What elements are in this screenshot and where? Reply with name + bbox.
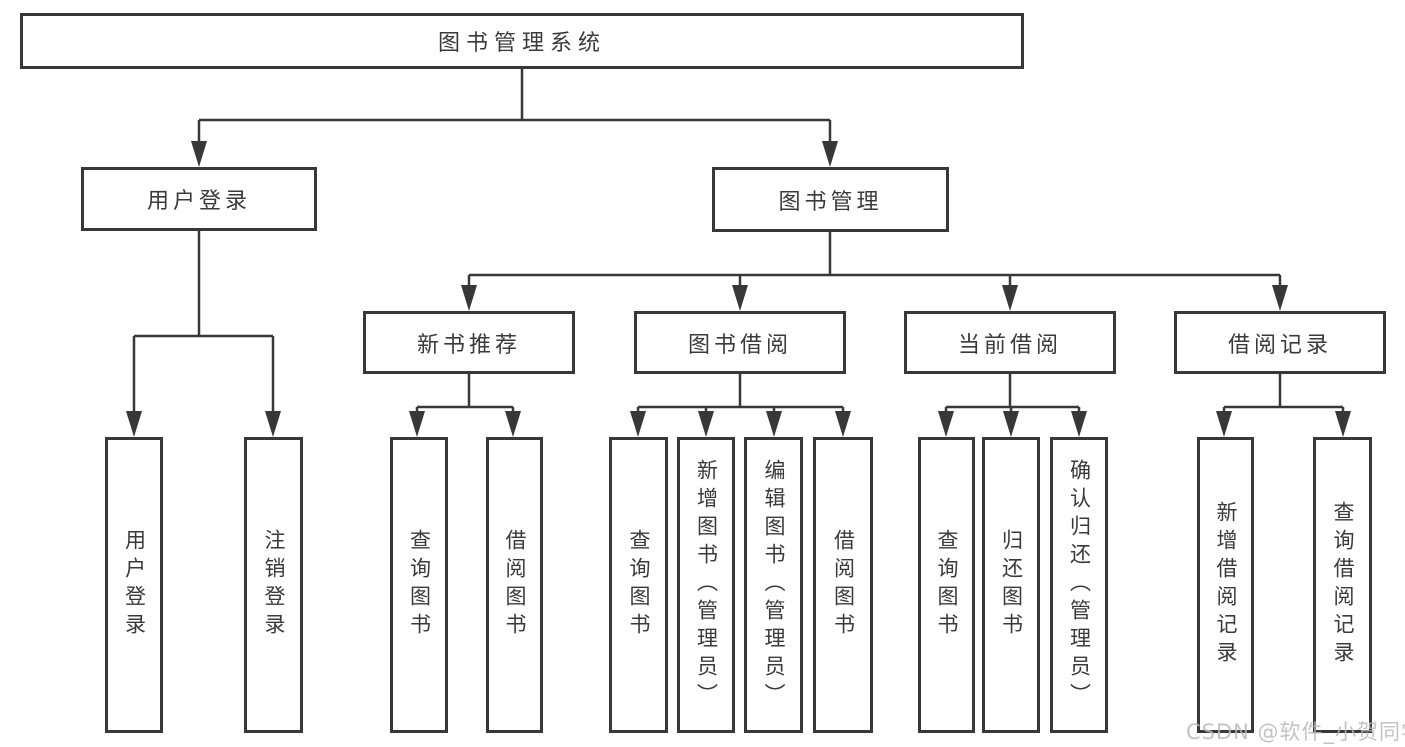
leaf-add-books-admin: 新增图书（管理员）: [677, 437, 735, 733]
leaf-query-borrow-record-label: 查询借阅记录: [1331, 501, 1355, 669]
leaf-logout-label: 注销登录: [262, 529, 286, 641]
node-current-borrow-label: 当前借阅: [957, 332, 1062, 358]
node-borrow-record: 借阅记录: [1174, 311, 1386, 374]
leaf-add-books-admin-label: 新增图书（管理员）: [694, 459, 719, 711]
leaf-borrow-books-1: 借阅图书: [486, 437, 543, 733]
node-borrow-record-label: 借阅记录: [1227, 332, 1332, 358]
csdn-watermark: CSDN @软件_小贺同学: [1186, 720, 1405, 744]
leaf-query-books-3: 查询图书: [918, 437, 975, 733]
leaf-add-borrow-record: 新增借阅记录: [1197, 437, 1254, 733]
node-new-book-recommend-label: 新书推荐: [416, 332, 521, 358]
leaf-borrow-books-2-label: 借阅图书: [831, 529, 856, 641]
leaf-add-borrow-record-label: 新增借阅记录: [1214, 501, 1238, 669]
node-book-management: 图书管理: [712, 167, 949, 232]
leaf-query-books-3-label: 查询图书: [935, 529, 959, 641]
node-book-borrow-label: 图书借阅: [687, 332, 792, 358]
leaf-user-login-label: 用户登录: [122, 529, 147, 641]
node-new-book-recommend: 新书推荐: [363, 311, 575, 374]
leaf-return-books: 归还图书: [982, 437, 1040, 733]
node-book-borrow: 图书借阅: [634, 311, 846, 374]
leaf-logout: 注销登录: [244, 437, 303, 733]
leaf-query-books-1-label: 查询图书: [407, 529, 432, 641]
leaf-borrow-books-2: 借阅图书: [813, 437, 873, 733]
leaf-query-books-2-label: 查询图书: [627, 529, 651, 641]
node-root-label: 图书管理系统: [437, 31, 606, 56]
leaf-edit-books-admin-label: 编辑图书（管理员）: [762, 459, 786, 711]
node-user-login: 用户登录: [81, 167, 317, 231]
node-book-management-label: 图书管理: [778, 189, 883, 215]
leaf-borrow-books-1-label: 借阅图书: [503, 529, 527, 641]
leaf-query-books-2: 查询图书: [609, 437, 668, 733]
node-user-login-label: 用户登录: [146, 189, 251, 214]
leaf-query-borrow-record: 查询借阅记录: [1313, 437, 1372, 733]
leaf-return-books-label: 归还图书: [999, 529, 1024, 641]
arrowheads: [126, 141, 1351, 437]
leaf-confirm-return-admin: 确认归还（管理员）: [1050, 437, 1108, 733]
leaf-user-login: 用户登录: [105, 437, 163, 733]
leaf-confirm-return-admin-label: 确认归还（管理员）: [1067, 459, 1092, 711]
node-root-system: 图书管理系统: [20, 13, 1024, 69]
leaf-query-books-1: 查询图书: [390, 437, 448, 733]
leaf-edit-books-admin: 编辑图书（管理员）: [744, 437, 803, 733]
node-current-borrow: 当前借阅: [904, 311, 1116, 374]
